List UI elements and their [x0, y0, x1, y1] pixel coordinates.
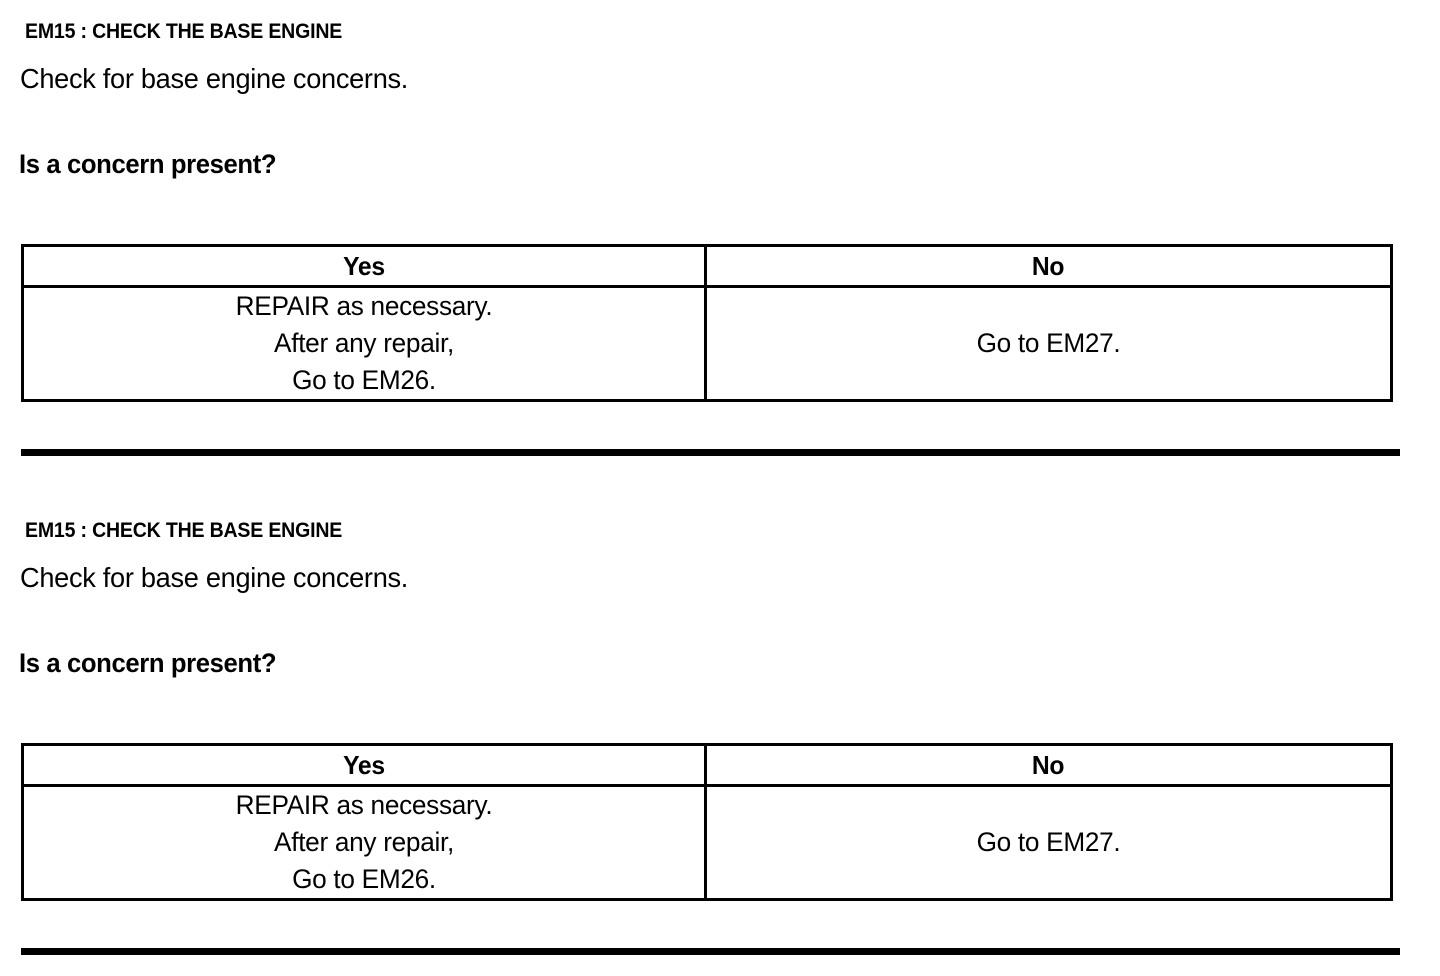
- table-header-no: No: [704, 743, 1393, 787]
- table-header-yes-label: Yes: [343, 749, 385, 780]
- cell-line: Go to EM26.: [292, 864, 436, 894]
- cell-line: After any repair,: [274, 328, 454, 358]
- section-divider-rule: [21, 948, 1400, 955]
- table-cell-yes-action: REPAIR as necessary. After any repair, G…: [21, 285, 707, 402]
- decision-table: Yes No REPAIR as necessary. After any re…: [21, 244, 1393, 402]
- cell-text-lines: Go to EM27.: [717, 824, 1380, 861]
- cell-line: Go to EM27.: [976, 827, 1121, 857]
- table-header-yes-label: Yes: [343, 250, 385, 281]
- cell-line: REPAIR as necessary.: [235, 291, 493, 321]
- table-cell-no-action: Go to EM27.: [704, 784, 1393, 901]
- table-header-no-label: No: [1032, 250, 1065, 281]
- table-header-yes: Yes: [21, 743, 707, 787]
- cell-text-lines: REPAIR as necessary. After any repair, G…: [34, 787, 694, 898]
- table-row: REPAIR as necessary. After any repair, G…: [21, 285, 1393, 402]
- step-heading: EM15 : CHECK THE BASE ENGINE: [25, 519, 343, 542]
- cell-line: After any repair,: [274, 827, 454, 857]
- step-question: Is a concern present?: [19, 648, 277, 678]
- table-cell-no-action: Go to EM27.: [704, 285, 1393, 402]
- table-header-row: Yes No: [21, 743, 1393, 787]
- table-cell-yes-action: REPAIR as necessary. After any repair, G…: [21, 784, 707, 901]
- step-question: Is a concern present?: [19, 149, 277, 179]
- cell-line: REPAIR as necessary.: [235, 790, 493, 820]
- cell-line: Go to EM27.: [976, 328, 1121, 358]
- step-instruction: Check for base engine concerns.: [20, 63, 409, 94]
- table-row: REPAIR as necessary. After any repair, G…: [21, 784, 1393, 901]
- table-header-yes: Yes: [21, 244, 707, 288]
- step-heading: EM15 : CHECK THE BASE ENGINE: [25, 20, 343, 43]
- step-instruction: Check for base engine concerns.: [20, 562, 409, 593]
- table-header-no-label: No: [1032, 749, 1065, 780]
- section-divider-rule: [21, 449, 1400, 456]
- cell-text-lines: REPAIR as necessary. After any repair, G…: [34, 288, 694, 399]
- decision-table: Yes No REPAIR as necessary. After any re…: [21, 743, 1393, 901]
- cell-text-lines: Go to EM27.: [717, 325, 1380, 362]
- cell-line: Go to EM26.: [292, 365, 436, 395]
- table-header-row: Yes No: [21, 244, 1393, 288]
- table-header-no: No: [704, 244, 1393, 288]
